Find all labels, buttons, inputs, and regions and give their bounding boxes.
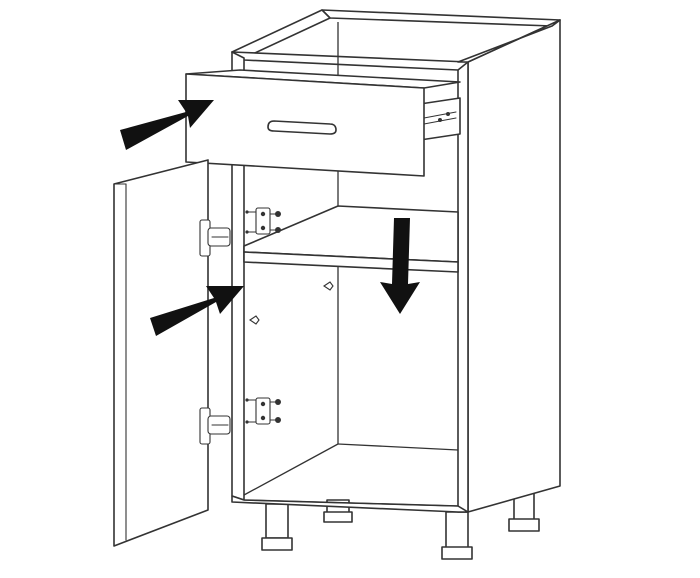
shelf-peg-icon xyxy=(249,315,260,325)
right-side-panel xyxy=(467,19,561,513)
door-close-arrow-icon xyxy=(150,286,244,336)
top-back-rail xyxy=(321,9,561,27)
drawer-handle-icon xyxy=(267,120,337,135)
shelf-peg-icon xyxy=(323,281,334,291)
drawer xyxy=(185,69,461,177)
hinge-bottom xyxy=(199,397,281,445)
leg-front-right xyxy=(441,511,473,560)
top-left-rail xyxy=(231,9,331,59)
shelf-down-arrow-icon xyxy=(380,218,420,314)
drawer-insert-arrow-icon xyxy=(120,100,214,150)
hinge-top xyxy=(199,207,281,257)
leg-front-left xyxy=(261,503,293,551)
top-front-rail xyxy=(231,51,469,71)
door-panel xyxy=(113,159,209,547)
door xyxy=(113,159,209,547)
